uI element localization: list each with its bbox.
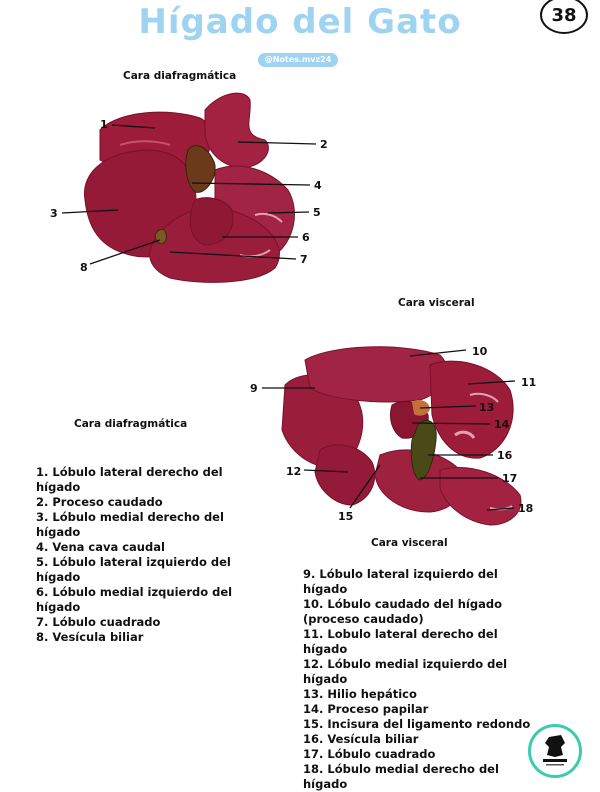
legend-left-item: 8. Vesícula biliar — [36, 630, 144, 644]
lobe-right-lateral-visceral — [429, 360, 514, 459]
page-number-badge: 38 — [540, 0, 588, 34]
legend-right-item: 13. Hilio hepático — [303, 687, 417, 701]
legend-left-item: 7. Lóbulo cuadrado — [36, 615, 161, 629]
figure2-caption: Cara visceral — [398, 297, 475, 309]
fig2-label-13: 13 — [479, 401, 494, 414]
lobe-caudate-visceral — [304, 346, 448, 403]
lobe-left-medial-visceral — [314, 444, 376, 506]
gallbladder-fig2 — [410, 420, 437, 481]
author-handle: @Notes.mvz24 — [258, 53, 338, 67]
legend-left-item: 4. Vena cava caudal — [36, 540, 165, 554]
legend-left-item: hígado — [36, 570, 81, 584]
legend-left-item: 3. Lóbulo medial derecho del hígado — [36, 510, 224, 539]
fig2-label-14: 14 — [494, 418, 510, 431]
fig2-label-16: 16 — [497, 449, 513, 462]
fig1-label-5: 5 — [313, 206, 321, 219]
legend-right-item: 11. Lobulo lateral derecho del hígado — [303, 627, 498, 656]
legend-left-item: 1. Lóbulo lateral derecho del — [36, 465, 223, 479]
fig1-label-7: 7 — [300, 253, 308, 266]
legend-right-item: 12. Lóbulo medial izquierdo del — [303, 657, 508, 671]
notes-mvz-logo-icon — [528, 724, 582, 778]
fig1-label-4: 4 — [314, 179, 322, 192]
legend-right-item: 14. Proceso papilar — [303, 702, 429, 716]
fig1-label-6: 6 — [302, 231, 310, 244]
fig1-label-8: 8 — [80, 261, 88, 274]
legend-right-item: (proceso caudado) — [303, 612, 424, 626]
fig2-label-18: 18 — [518, 502, 533, 515]
liver-visceral-drawing: 10 11 9 13 14 16 12 17 15 18 — [250, 345, 536, 526]
fig2-label-12: 12 — [286, 465, 301, 478]
legend-right-item: 16. Vesícula biliar — [303, 732, 419, 746]
legend-right-item: 10. Lóbulo caudado del hígado — [303, 597, 502, 611]
lobe-caudate-process — [204, 92, 269, 169]
legend-right-item: 17. Lóbulo cuadrado — [303, 747, 436, 761]
page-title: Hígado del Gato — [138, 2, 462, 42]
legend-right-item: 18. Lóbulo medial derecho del hígado — [303, 762, 499, 791]
fig1-label-1: 1 — [100, 118, 108, 131]
legend-right: 9. Lóbulo lateral izquierdo del hígado 1… — [303, 567, 533, 792]
legend-left-item: hígado — [36, 480, 81, 494]
legend-right-item: hígado — [303, 672, 348, 686]
vena-cava-caudal — [185, 145, 216, 193]
lobe-quadrate — [189, 197, 234, 246]
figure1-caption: Cara diafragmática — [123, 70, 237, 82]
fig1-label-3: 3 — [50, 207, 58, 220]
fig2-label-17: 17 — [502, 472, 517, 485]
liver-diaphragmatic-drawing: 1 2 3 4 5 6 7 8 — [50, 92, 328, 283]
fig1-label-2: 2 — [320, 138, 328, 151]
legend-right-item: 9. Lóbulo lateral izquierdo del hígado — [303, 567, 498, 596]
liver-illustrations: 1 2 3 4 5 6 7 8 — [50, 92, 536, 526]
fig2-label-9: 9 — [250, 382, 258, 395]
legend-left-caption: Cara diafragmática — [74, 418, 188, 430]
legend-right-caption: Cara visceral — [371, 537, 448, 549]
fig2-label-11: 11 — [521, 376, 536, 389]
lobe-right-medial-visceral — [439, 467, 522, 526]
legend-left: 1. Lóbulo lateral derecho del hígado 2. … — [36, 465, 246, 645]
logo-figure-icon — [543, 735, 567, 766]
legend-left-item: hígado — [36, 600, 81, 614]
legend-left-item: 5. Lóbulo lateral izquierdo del — [36, 555, 231, 569]
fig2-label-10: 10 — [472, 345, 488, 358]
legend-left-item: 6. Lóbulo medial izquierdo del — [36, 585, 233, 599]
fig2-label-15: 15 — [338, 510, 353, 523]
legend-right-item: 15. Incisura del ligamento redondo — [303, 717, 531, 731]
legend-left-item: 2. Proceso caudado — [36, 495, 163, 509]
